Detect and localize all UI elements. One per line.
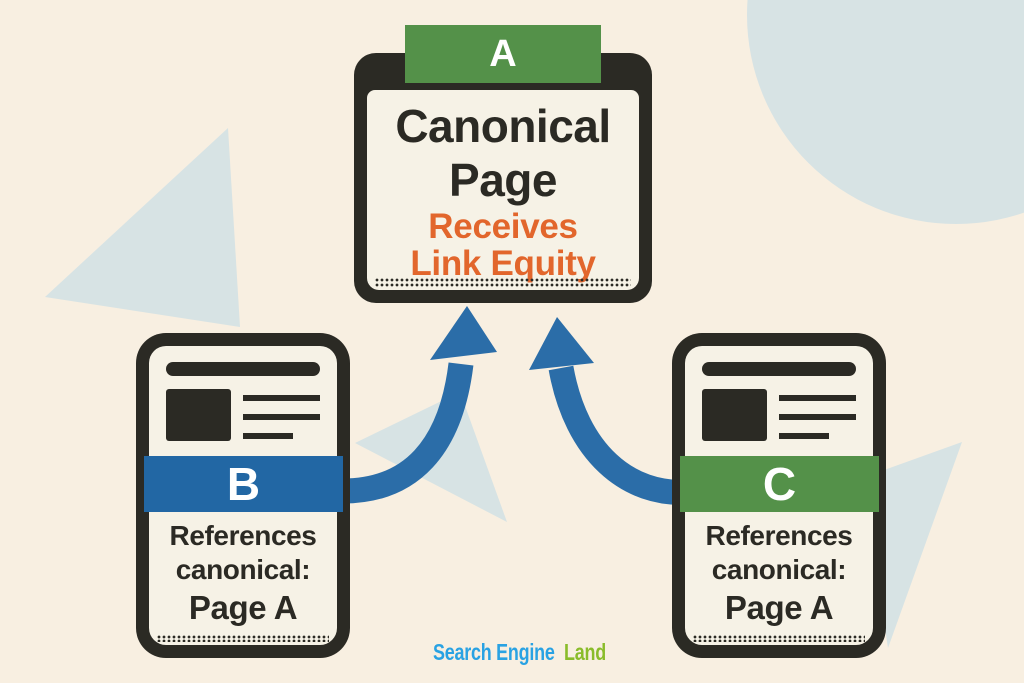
- page-c-thumbnail: [702, 389, 767, 441]
- arrow-from-page-c: [548, 365, 691, 505]
- page-b-text-line: [243, 414, 320, 420]
- title-line-2: Page: [449, 154, 557, 206]
- page-b-titlebar-bar: [166, 362, 320, 376]
- arrow-from-page-b: [337, 362, 474, 504]
- caption-line-2: canonical:: [711, 554, 847, 585]
- decor-triangle-bottom-right: [862, 442, 962, 648]
- page-a-tab-label: A: [489, 32, 517, 75]
- page-c-text-line: [779, 433, 829, 439]
- caption-line-1: References: [705, 520, 853, 551]
- page-c-titlebar-bar: [702, 362, 856, 376]
- page-b-card: References canonical: Page A B: [136, 333, 350, 658]
- subtitle-line-2: Link Equity: [410, 244, 596, 283]
- caption-line-1: References: [169, 520, 317, 551]
- page-a-tab: A: [405, 25, 601, 83]
- arrow-from-page-b-head: [430, 306, 497, 360]
- page-b-canonical-target: Page A: [188, 589, 298, 626]
- canonical-page-card: Canonical Page Receives Link Equity: [354, 53, 652, 303]
- receives-link-equity-note: Receives Link Equity: [367, 208, 639, 282]
- decor-circle-top-right: [747, 0, 1024, 224]
- search-engine-land-logo: Search Engine Land: [433, 639, 606, 666]
- arrow-from-page-c-head: [529, 317, 594, 370]
- page-c-canonical-target: Page A: [724, 589, 834, 626]
- page-c-banner-label: C: [762, 458, 797, 510]
- page-c-text-line: [779, 414, 856, 420]
- page-b-banner-label: B: [226, 458, 261, 510]
- page-b-text-line: [243, 395, 320, 401]
- subtitle-line-1: Receives: [428, 207, 578, 246]
- page-b-caption: References canonical: Page A: [136, 519, 350, 627]
- page-c-text-line: [779, 395, 856, 401]
- page-c-caption: References canonical: Page A: [672, 519, 886, 627]
- canonical-page-title: Canonical Page: [367, 99, 639, 207]
- page-c-banner: C: [680, 456, 879, 512]
- page-b-banner: B: [144, 456, 343, 512]
- caption-line-2: canonical:: [175, 554, 311, 585]
- title-line-1: Canonical: [395, 100, 611, 152]
- decor-triangle-left: [45, 128, 240, 327]
- page-b-thumbnail: [166, 389, 231, 441]
- page-c-card: References canonical: Page A C: [672, 333, 886, 658]
- logo-text-secondary: Land: [564, 639, 606, 665]
- perforation-edge: [693, 635, 865, 642]
- perforation-edge: [375, 278, 631, 288]
- perforation-edge: [157, 635, 329, 642]
- canonical-page-card-body: Canonical Page Receives Link Equity: [367, 90, 639, 290]
- logo-text-primary: Search Engine: [433, 639, 555, 665]
- page-b-text-line: [243, 433, 293, 439]
